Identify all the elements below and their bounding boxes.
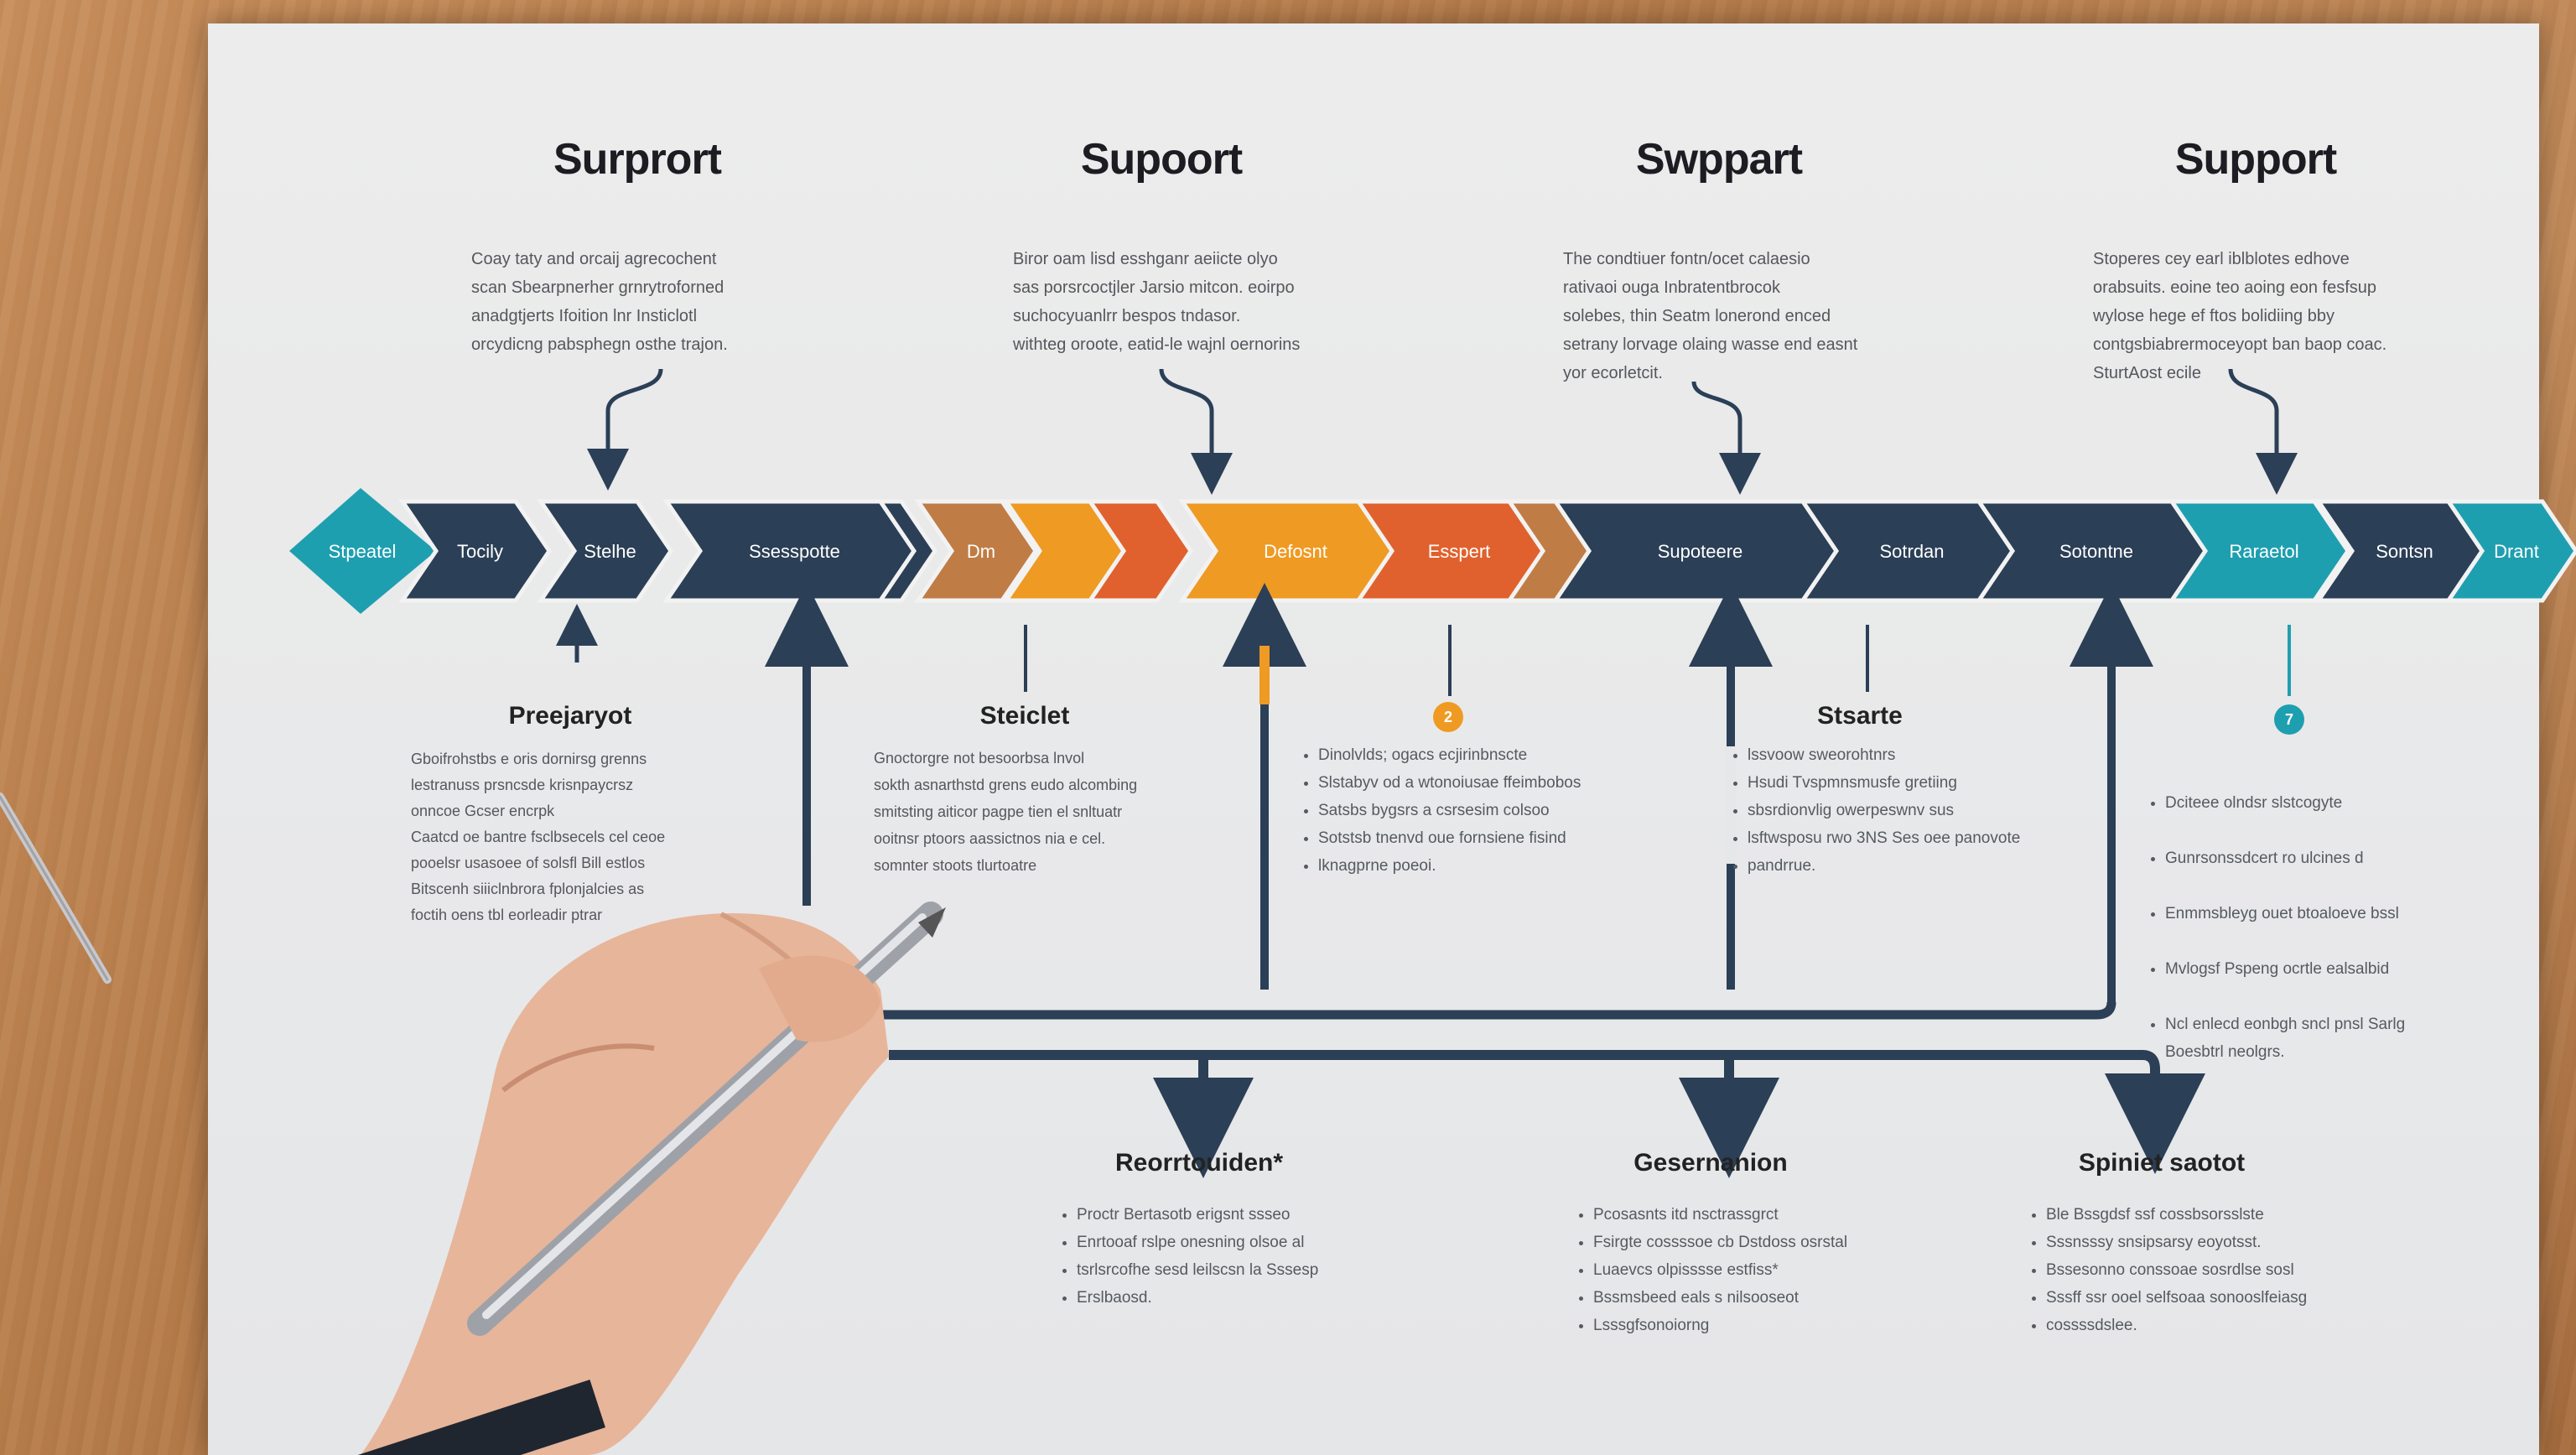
list-item: Satsbs bygsrs a csrsesim colsoo <box>1318 797 1581 824</box>
list-item: Enmmsbleyg ouet btoaloeve bssl <box>2165 900 2405 928</box>
list-item: Ble Bssgdsf ssf cossbsorsslste <box>2046 1201 2307 1229</box>
mid-list-3: Dinolvlds; ogacs ecjirinbnscte Slstabyv … <box>1300 741 1581 880</box>
list-item: Proctr Bertasotb erigsnt ssseo <box>1077 1201 1318 1229</box>
list-item: Erslbaosd. <box>1077 1284 1318 1312</box>
chevron-label: Stelhe <box>584 541 636 562</box>
top-paragraph-3: The condtiuer fontn/ocet calaesio rativa… <box>1563 250 1858 382</box>
chevron-label: Drant <box>2494 541 2539 562</box>
list-item: Hsudi Tvspmnsmusfe gretiing <box>1748 769 2020 797</box>
bottom-list-2: Pcosasnts itd nsctrassgrct Fsirgte cosss… <box>1575 1201 1847 1339</box>
chevron-label: Stpeatel <box>329 541 397 562</box>
top-paragraph-2: Biror oam lisd esshganr aeiicte olyo sas… <box>1013 250 1301 354</box>
top-paragraph-4: Stoperes cey earl iblblotes edhove orabs… <box>2093 250 2387 382</box>
list-item: Luaevcs olpisssse estfiss* <box>1593 1256 1847 1284</box>
list-item: Bssesonno conssoae sosrdlse sosl <box>2046 1256 2307 1284</box>
list-item: Lsssgfsonoiorng <box>1593 1312 1847 1339</box>
mid-title-4: Stsarte <box>1817 702 1903 730</box>
list-item: Pcosasnts itd nsctrassgrct <box>1593 1201 1847 1229</box>
list-item: tsrlsrcofhe sesd leilscsn la Sssesp <box>1077 1256 1318 1284</box>
mid-title-2: Steiclet <box>979 702 1070 730</box>
list-item: Ncl enlecd eonbgh sncl pnsl Sarlg Boesbt… <box>2165 1011 2405 1066</box>
mid-text-2: Gnoctorgre not besoorbsa lnvol sokth asn… <box>874 750 1138 874</box>
chevron-label: Sotontne <box>2059 541 2133 562</box>
mid-title-1: Preejaryot <box>508 702 632 730</box>
list-item: Dciteee olndsr slstcogyte <box>2165 789 2405 817</box>
heading-4: Support <box>2174 135 2337 184</box>
mid-text-1: Gboifrohstbs e oris dornirsg grenns lest… <box>411 751 666 923</box>
list-item: pandrrue. <box>1748 852 2020 880</box>
mid-list-4: lssvoow sweorohtnrs Hsudi Tvspmnsmusfe g… <box>1729 741 2020 880</box>
chevron-label: Defosnt <box>1264 541 1327 562</box>
chevron-step <box>398 499 553 603</box>
lower-connector-lines <box>556 583 2291 1178</box>
second-pen-icon <box>0 792 112 984</box>
mid-list-5: Dciteee olndsr slstcogyte Gunrsonssdcert… <box>2147 761 2405 1094</box>
list-item: Fsirgte cossssoe cb Dstdoss osrstal <box>1593 1229 1847 1256</box>
list-item: Dinolvlds; ogacs ecjirinbnscte <box>1318 741 1581 769</box>
chevron-step <box>2168 499 2351 603</box>
heading-2: Supoort <box>1080 135 1243 184</box>
bottom-title-3: Spiniet saotot <box>2078 1149 2246 1177</box>
list-item: Slstabyv od a wtonoiusae ffeimbobos <box>1318 769 1581 797</box>
list-item: Sotstsb tnenvd oue fornsiene fisind <box>1318 824 1581 852</box>
start-diamond <box>289 488 436 614</box>
list-item: Gunrsonssdcert ro ulcines d <box>2165 844 2405 872</box>
top-connector-arrows <box>587 368 2298 495</box>
step-badge-orange: 2 <box>1433 702 1463 732</box>
chevron-step <box>2444 499 2576 603</box>
chevron-step <box>876 499 938 603</box>
chevron-label: Supoteere <box>1658 541 1743 562</box>
list-item: Sssnsssy snsipsarsy eoyotsst. <box>2046 1229 2307 1256</box>
step-badge-teal: 7 <box>2274 704 2304 735</box>
list-item: Sssff ssr ooel selfsoaa sonooslfeiasg <box>2046 1284 2307 1312</box>
bottom-title-1: Reorrtouiden* <box>1114 1149 1284 1177</box>
list-item: Bssmsbeed eals s nilsooseot <box>1593 1284 1847 1312</box>
chevron-label: Esspert <box>1428 541 1491 562</box>
top-paragraph-1: Coay taty and orcaij agrecochent scan Sb… <box>471 250 728 354</box>
heading-3: Swppart <box>1635 135 1803 184</box>
chevron-label: Dm <box>967 541 995 562</box>
heading-1: Surprort <box>553 135 722 184</box>
chevron-label: Ssesspotte <box>749 541 840 562</box>
bottom-list-1: Proctr Bertasotb erigsnt ssseo Enrtooaf … <box>1058 1201 1318 1312</box>
list-item: Enrtooaf rslpe onesning olsoe al <box>1077 1229 1318 1256</box>
bottom-title-2: Gesernanion <box>1633 1149 1788 1177</box>
finger <box>759 955 880 1042</box>
list-item: Mvlogsf Pspeng ocrtle ealsalbid <box>2165 955 2405 983</box>
chevron-process-band: Tocily Stelhe Ssesspotte Dm Defosnt Esspert Su… <box>289 488 2576 614</box>
list-item: lsftwsposu rwo 3NS Ses oee panovote <box>1748 824 2020 852</box>
list-item: sbsrdionvlig owerpeswnv sus <box>1748 797 2020 824</box>
chevron-label: Tocily <box>457 541 503 562</box>
list-item: lknagprne poeoi. <box>1318 852 1581 880</box>
chevron-step <box>537 499 674 603</box>
bottom-list-3: Ble Bssgdsf ssf cossbsorsslste Sssnsssy … <box>2028 1201 2307 1339</box>
chevron-label: Raraetol <box>2229 541 2298 562</box>
chevron-label: Sontsn <box>2376 541 2433 562</box>
list-item: cossssdslee. <box>2046 1312 2307 1339</box>
chevron-step <box>914 499 1039 603</box>
chevron-label: Sotrdan <box>1879 541 1944 562</box>
list-item: lssvoow sweorohtnrs <box>1748 741 2020 769</box>
chevron-step <box>1086 499 1194 603</box>
